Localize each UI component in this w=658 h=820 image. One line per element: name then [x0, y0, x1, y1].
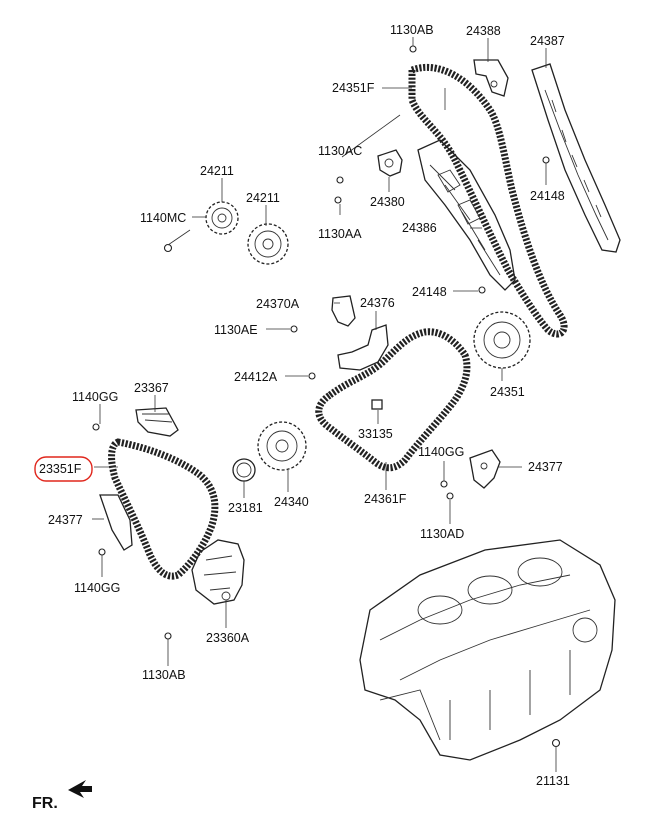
label-1140GG-a: 1140GG	[72, 390, 118, 404]
label-24211-b: 24211	[246, 191, 280, 205]
label-23181: 23181	[228, 501, 263, 515]
label-24351: 24351	[490, 385, 525, 399]
label-1140MC: 1140MC	[140, 211, 186, 225]
seal-ring-23181	[232, 458, 256, 482]
lower-timing-chain	[108, 438, 219, 580]
highlight-23351F	[34, 456, 93, 482]
tensioner-24376	[331, 295, 389, 371]
label-24386: 24386	[402, 221, 437, 235]
tensioner-arm-24386	[417, 139, 516, 291]
guide-24377-left	[99, 494, 133, 551]
label-24340: 24340	[274, 495, 309, 509]
label-24380: 24380	[370, 195, 405, 209]
label-24361F: 24361F	[364, 492, 407, 506]
tensioner-24380	[377, 149, 403, 177]
sprocket-24211-left	[205, 201, 239, 235]
guide-rail-24387	[531, 63, 621, 253]
label-24387: 24387	[530, 34, 565, 48]
bracket-24377-right	[469, 449, 501, 489]
front-arrow-icon	[68, 780, 92, 798]
sprocket-24351	[473, 311, 531, 369]
label-24211-a: 24211	[200, 164, 234, 178]
bracket-24388	[473, 59, 509, 97]
label-1130AB-bot: 1130AB	[142, 668, 186, 682]
bracket-23360A	[191, 539, 245, 605]
label-23360A: 23360A	[206, 631, 250, 645]
label-1130AB-top: 1130AB	[390, 23, 434, 37]
guide-23367	[135, 407, 179, 437]
part-33135	[371, 399, 383, 410]
label-1130AD: 1130AD	[420, 527, 464, 541]
label-24377-b: 24377	[48, 513, 83, 527]
label-1130AE: 1130AE	[214, 323, 258, 337]
label-23367: 23367	[134, 381, 169, 395]
label-front: FR.	[32, 795, 58, 812]
label-24376: 24376	[360, 296, 395, 310]
middle-timing-chain	[315, 328, 471, 472]
sprocket-24211-right	[247, 223, 289, 265]
label-1130AA: 1130AA	[318, 227, 362, 241]
label-1130AC: 1130AC	[318, 144, 362, 158]
label-24388: 24388	[466, 24, 501, 38]
label-24370A: 24370A	[256, 297, 300, 311]
label-24148-a: 24148	[530, 189, 565, 203]
label-24351F: 24351F	[332, 81, 375, 95]
part-labels: 1130AB 24388 24387 24351F 1130AC 24211 2…	[32, 23, 570, 812]
sprocket-24340	[257, 421, 307, 471]
label-24377-a: 24377	[528, 460, 563, 474]
label-24148-b: 24148	[412, 285, 447, 299]
label-1140GG-c: 1140GG	[74, 581, 120, 595]
engine-block-21131	[359, 539, 616, 761]
leader-lines	[92, 37, 557, 772]
upper-timing-chain	[408, 63, 568, 338]
label-33135: 33135	[358, 427, 393, 441]
label-21131: 21131	[536, 774, 570, 788]
label-23351F: 23351F	[39, 462, 82, 476]
label-24412A: 24412A	[234, 370, 278, 384]
label-1140GG-b: 1140GG	[418, 445, 464, 459]
